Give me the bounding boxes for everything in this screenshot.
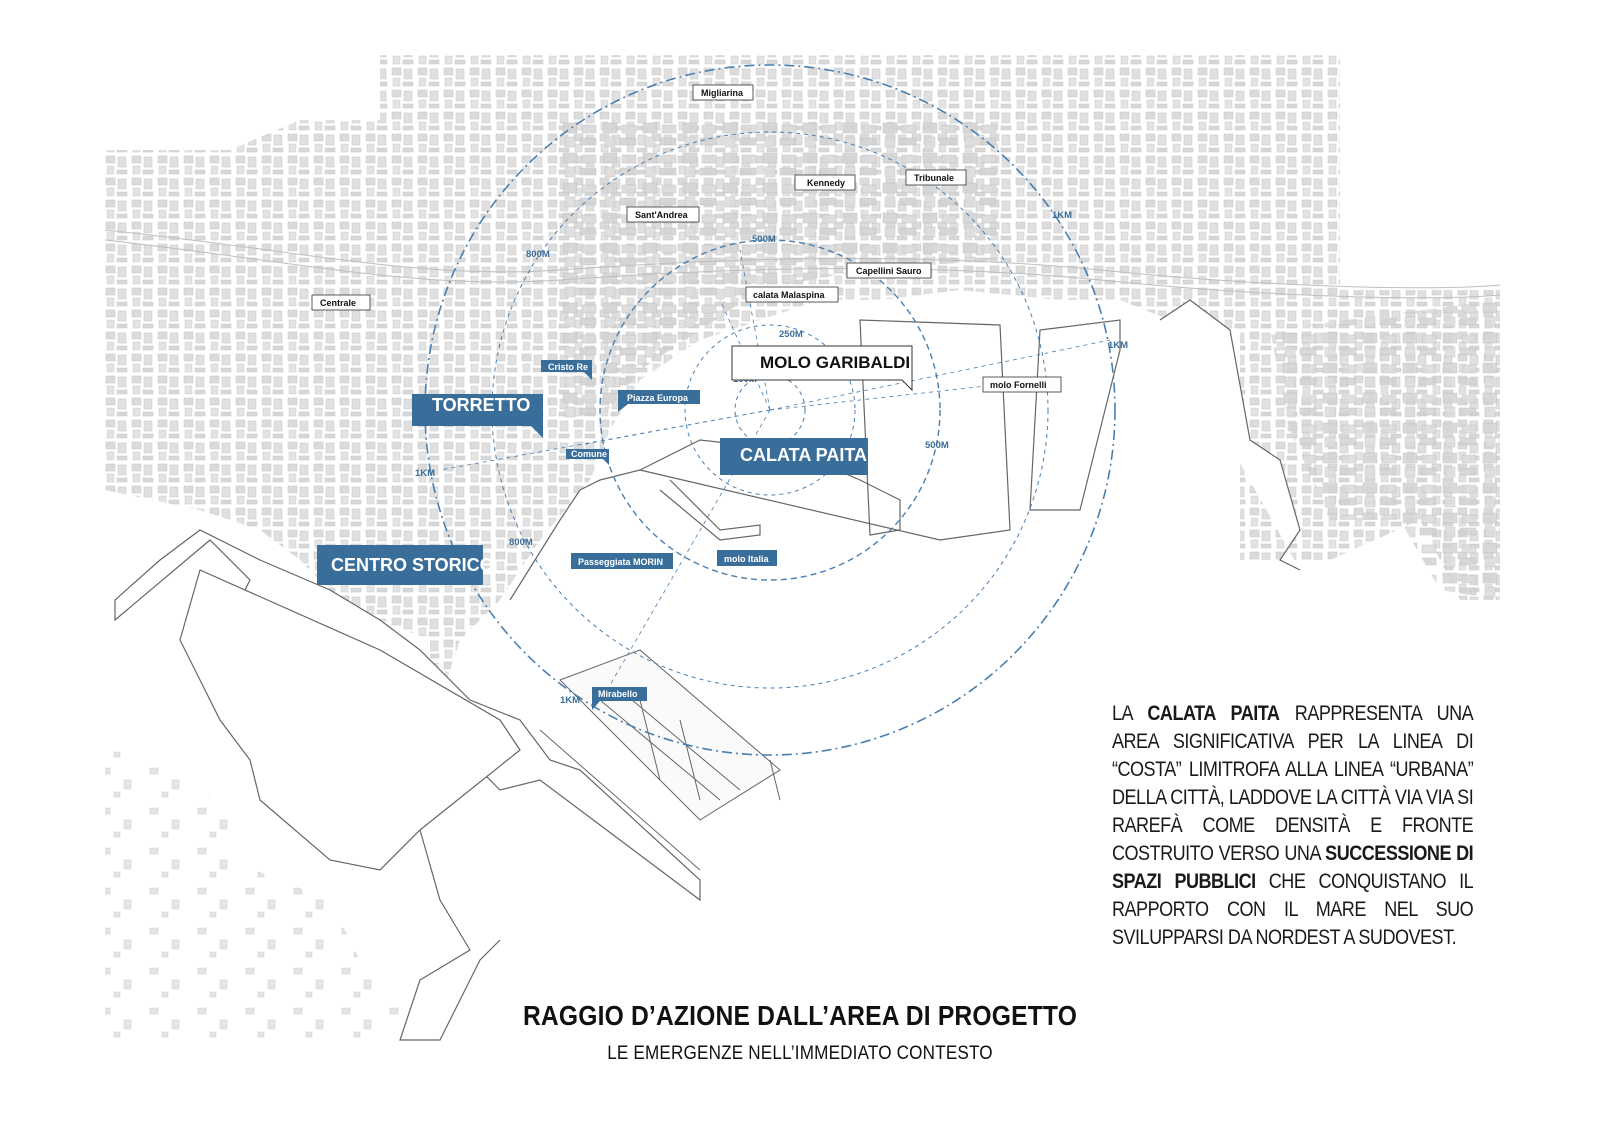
dist-500m-right: 500M [925, 440, 949, 451]
description-text: LA CALATA PAITA RAPPRESENTA UNA AREA SIG… [1112, 702, 1474, 949]
dist-500m-top: 500M [752, 234, 776, 245]
dist-250m: 250M [779, 329, 803, 340]
label-tribunale[interactable]: Tribunale [905, 169, 967, 186]
label-sant-andrea[interactable]: Sant'Andrea [626, 206, 700, 223]
blue-labels: TORRETTO Cristo Re Piazza Europa Comune … [317, 360, 868, 710]
svg-text:Passeggiata MORIN: Passeggiata MORIN [578, 557, 663, 567]
svg-text:CENTRO STORICO: CENTRO STORICO [331, 555, 494, 575]
ring-250m [684, 324, 856, 496]
dist-1km-left: 1KM [415, 468, 435, 479]
railway [104, 229, 1501, 299]
page-subtitle: LE EMERGENZE NELL’IMMEDIATO CONTESTO [607, 1043, 993, 1064]
label-molo-italia[interactable]: molo Italia [717, 550, 777, 566]
svg-text:molo Italia: molo Italia [724, 554, 770, 564]
svg-text:Cristo Re: Cristo Re [548, 362, 588, 372]
marina [539, 649, 781, 871]
label-piazza-europa[interactable]: Piazza Europa [618, 390, 700, 412]
svg-text:MOLO GARIBALDI: MOLO GARIBALDI [760, 353, 910, 372]
dist-800m-top: 800M [526, 249, 550, 260]
svg-text:Tribunale: Tribunale [914, 173, 954, 183]
svg-text:TORRETTO: TORRETTO [432, 395, 530, 415]
dist-1km-top-right: 1KM [1052, 210, 1072, 221]
svg-text:Centrale: Centrale [320, 298, 356, 308]
label-mirabello[interactable]: Mirabello [592, 687, 647, 710]
dist-800m-bottom: 800M [509, 537, 533, 548]
svg-text:calata Malaspina: calata Malaspina [753, 290, 826, 300]
label-calata-paita[interactable]: CALATA PAITA [720, 438, 868, 475]
svg-text:Piazza Europa: Piazza Europa [627, 393, 689, 403]
svg-text:Comune: Comune [571, 449, 607, 459]
ring-500m [599, 239, 941, 581]
label-comune[interactable]: Comune [566, 449, 609, 465]
label-torretto[interactable]: TORRETTO [412, 394, 543, 438]
label-migliarina[interactable]: Migliarina [692, 84, 754, 101]
svg-text:Sant'Andrea: Sant'Andrea [635, 210, 689, 220]
label-molo-garibaldi[interactable]: MOLO GARIBALDI [731, 345, 913, 392]
dist-1km-bottom: 1KM [560, 695, 580, 706]
coastline [114, 299, 1301, 1041]
svg-text:Migliarina: Migliarina [701, 88, 744, 98]
label-calata-malaspina[interactable]: calata Malaspina [745, 286, 839, 303]
label-passeggiata-morin[interactable]: Passeggiata MORIN [571, 553, 673, 569]
label-cristo-re[interactable]: Cristo Re [541, 360, 592, 380]
dist-1km-right: 1KM [1108, 340, 1128, 351]
label-molo-fornelli[interactable]: molo Fornelli [982, 376, 1062, 393]
svg-text:Kennedy: Kennedy [807, 178, 845, 188]
urban-fabric [105, 55, 1500, 1040]
svg-text:Mirabello: Mirabello [598, 689, 638, 699]
svg-text:molo Fornelli: molo Fornelli [990, 380, 1047, 390]
white-labels: Migliarina Kennedy Tribunale Sant'Andrea… [311, 84, 1062, 393]
page-title: RAGGIO D’AZIONE DALL’AREA DI PROGETTO [522, 1000, 1078, 1031]
label-capellini-sauro[interactable]: Capellini Sauro [846, 262, 932, 279]
ring-100m [734, 374, 806, 446]
label-centro-storico[interactable]: CENTRO STORICO [317, 545, 494, 585]
svg-text:CALATA PAITA: CALATA PAITA [740, 445, 867, 465]
label-kennedy[interactable]: Kennedy [794, 174, 856, 191]
svg-text:Capellini Sauro: Capellini Sauro [856, 266, 922, 276]
label-centrale[interactable]: Centrale [311, 294, 371, 311]
